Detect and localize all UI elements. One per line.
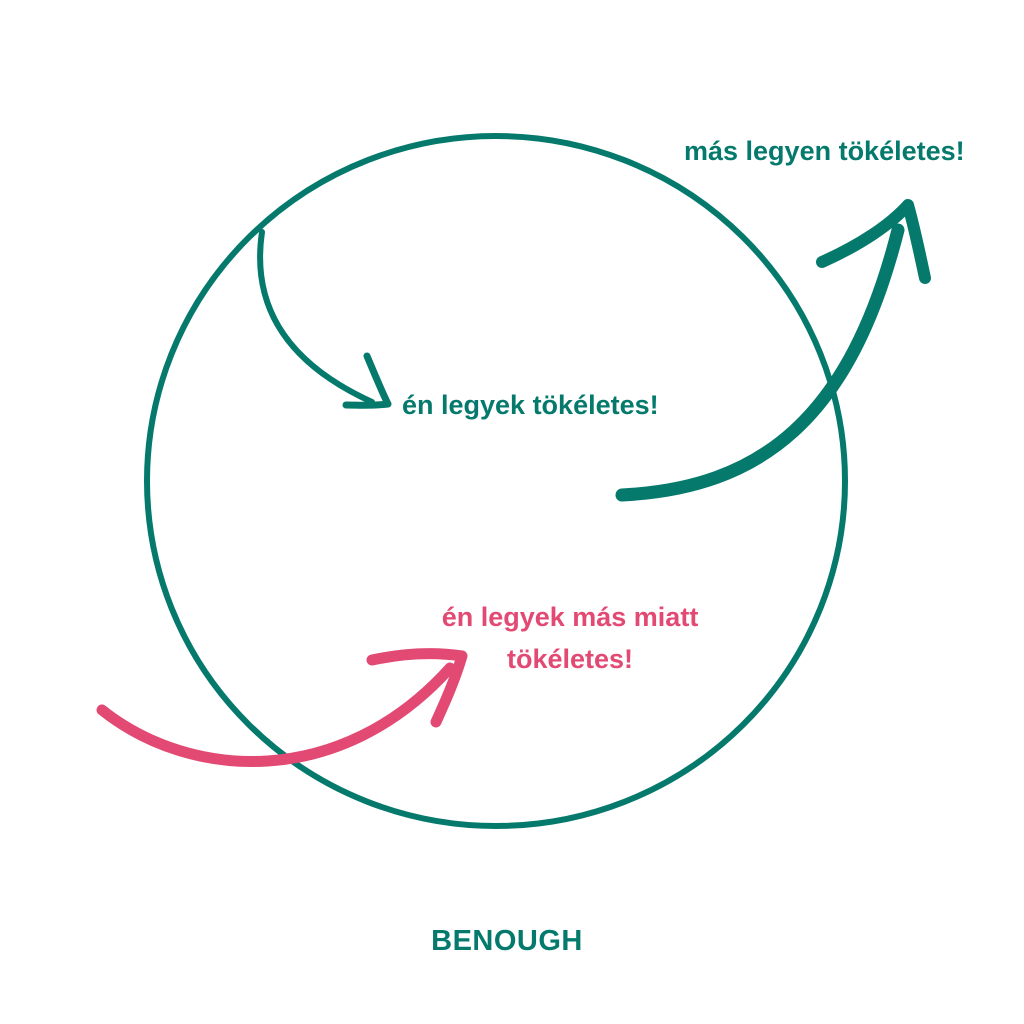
brand-name: BENOUGH — [431, 925, 583, 957]
curved-arrow-outward — [615, 199, 931, 502]
curved-arrow-pink — [96, 648, 468, 767]
label-inner-perfect: én legyek tökéletes! — [402, 390, 659, 420]
curved-arrow-inward — [257, 229, 392, 409]
circle-outline — [144, 133, 848, 829]
label-pink-line2: tökéletes! — [506, 644, 634, 674]
label-pink-perfect: én legyek más miatt tökéletes! — [380, 596, 760, 680]
label-outer-perfect: más legyen tökéletes! — [684, 136, 965, 166]
label-pink-line1: én legyek más miatt — [441, 602, 699, 632]
